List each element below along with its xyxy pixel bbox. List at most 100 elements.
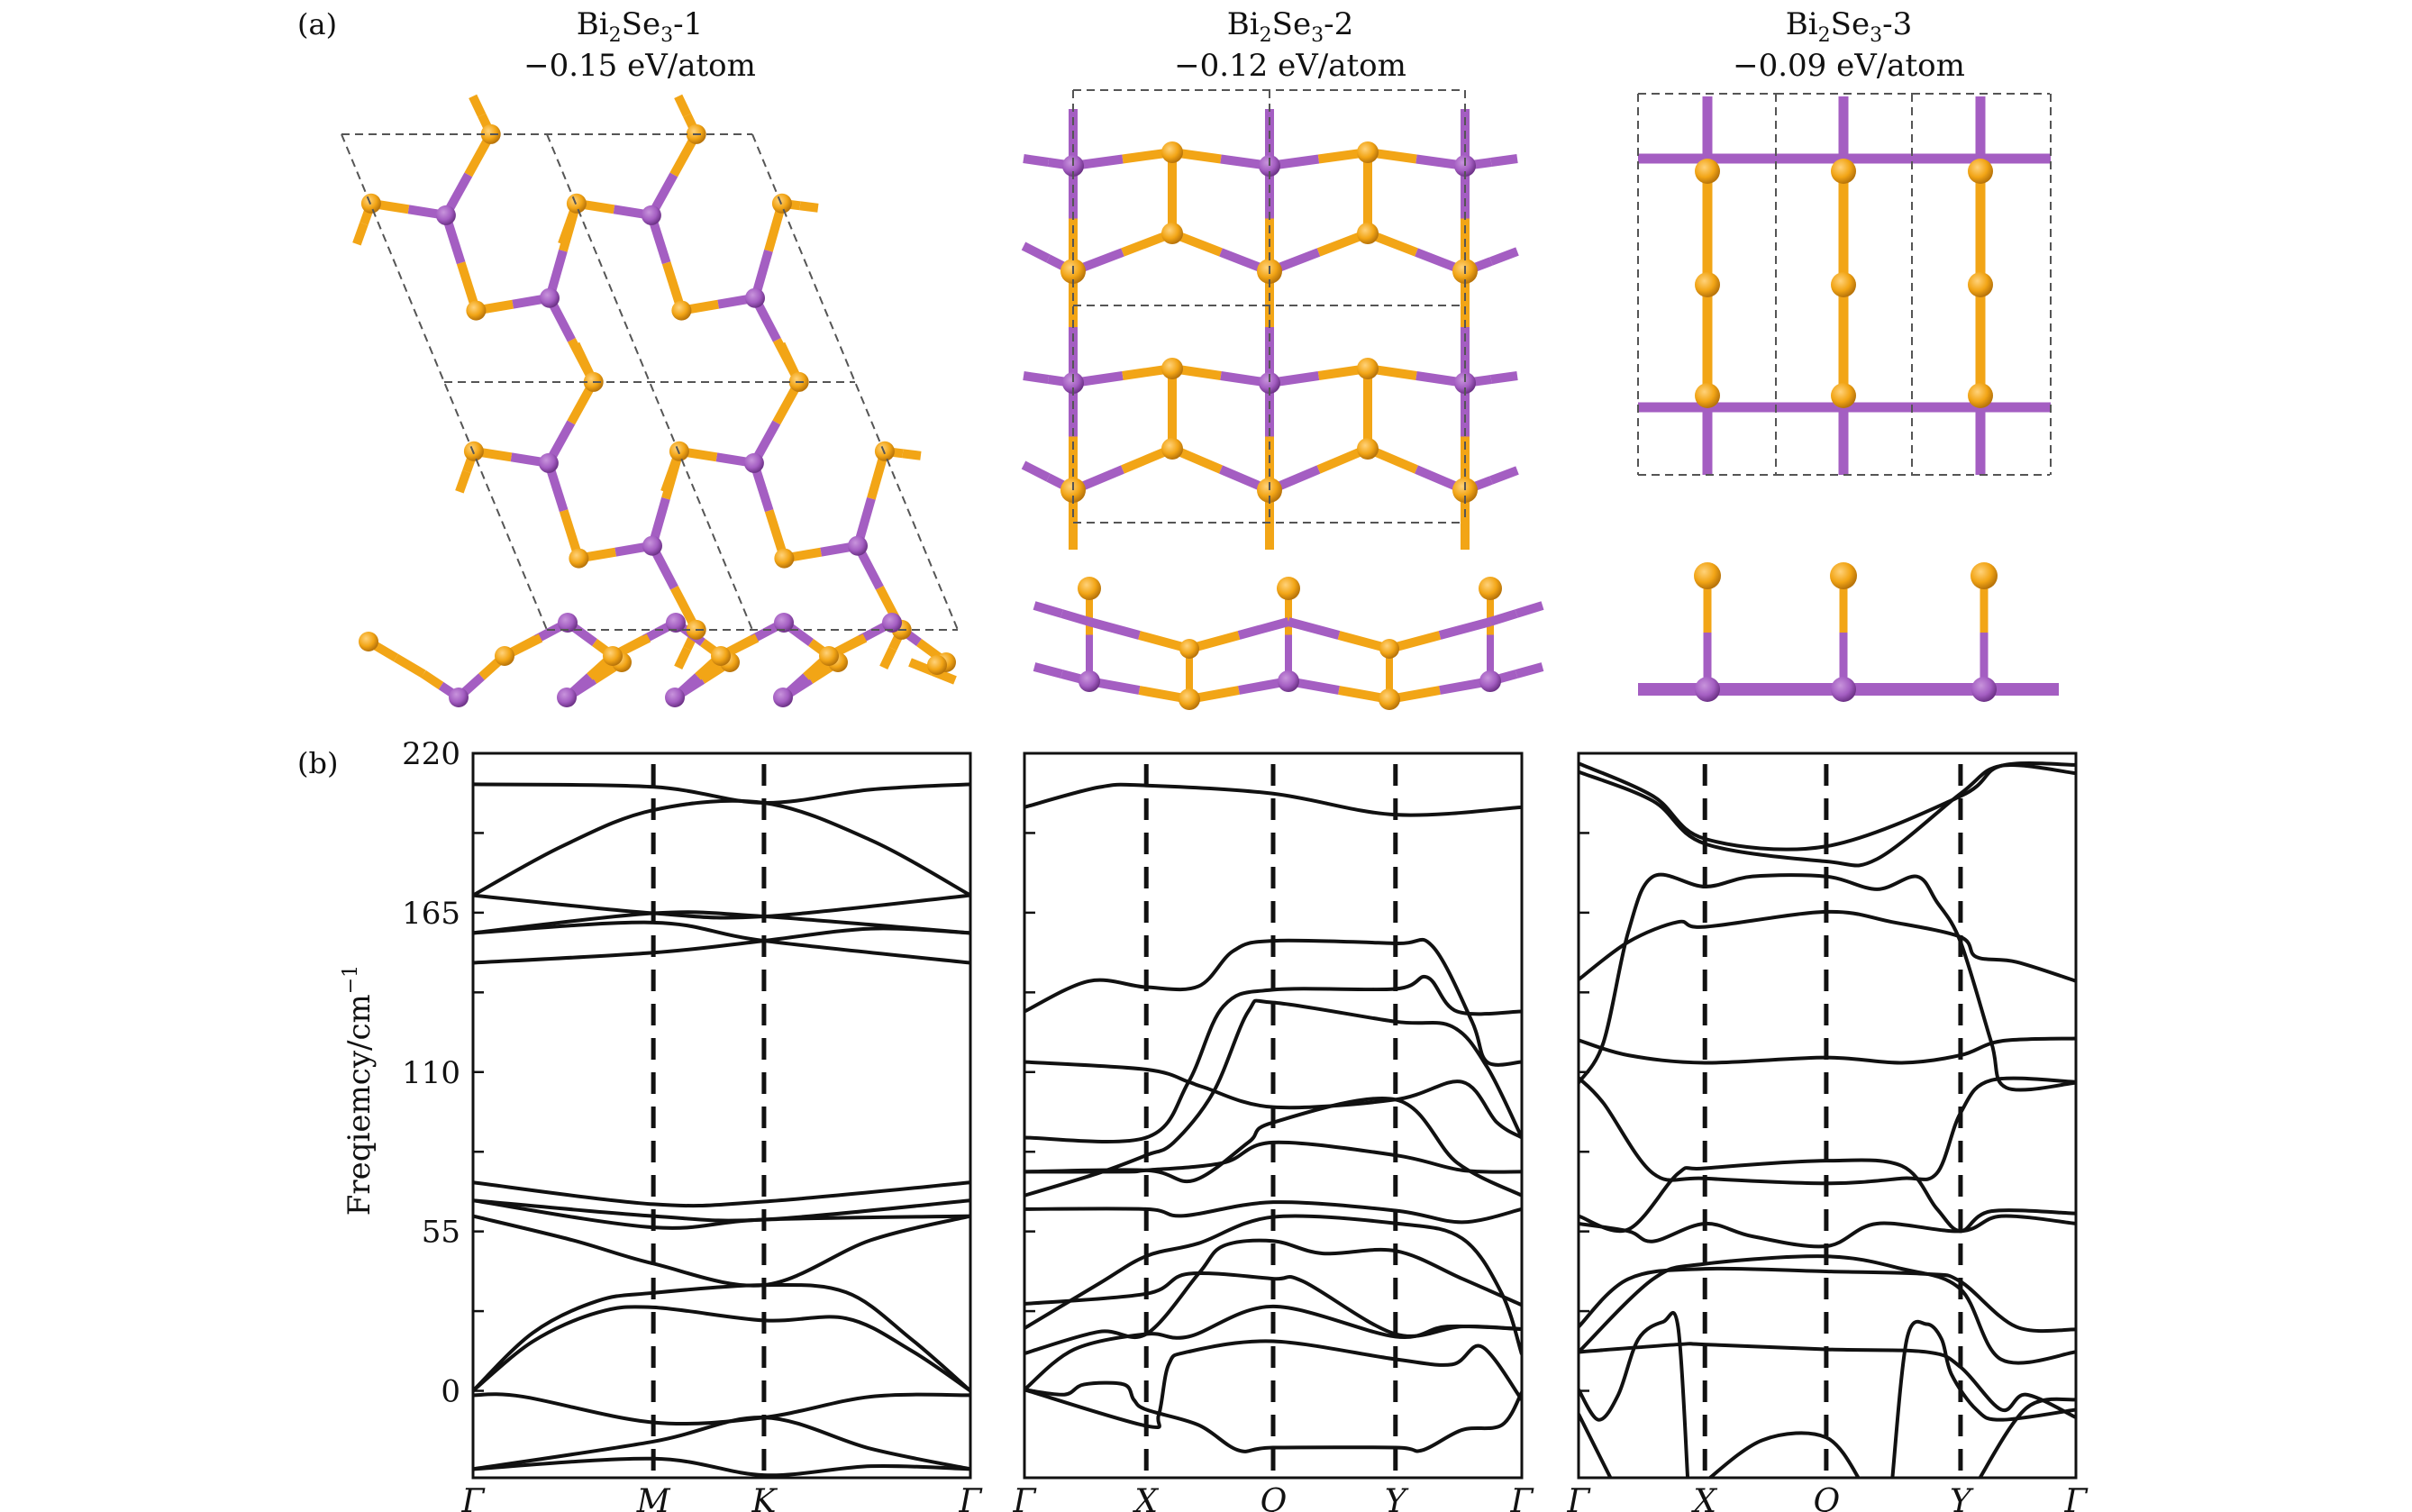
bond-half	[674, 94, 692, 118]
selenium-atom	[1695, 159, 1720, 184]
phonon-band-11	[1579, 1342, 2076, 1419]
phonon-band-2	[1579, 763, 2076, 868]
bond-half	[674, 646, 692, 670]
selenium-atom	[1968, 272, 1993, 297]
bond-half	[1021, 241, 1051, 263]
selenium-atom	[1830, 562, 1857, 589]
bond-half	[902, 449, 922, 460]
selenium-atom	[1379, 639, 1399, 659]
selenium-atom	[1831, 383, 1856, 408]
y-tick-label: 55	[422, 1215, 460, 1251]
phonon-band-4	[473, 910, 970, 935]
phonon-band-10	[1024, 1271, 1522, 1338]
selenium-atom	[1179, 688, 1200, 710]
bond-half	[777, 342, 795, 366]
bond-half	[469, 94, 487, 118]
phonon-band-5	[1579, 1036, 2076, 1065]
selenium-atom	[359, 632, 378, 651]
bismuth-atom	[745, 287, 765, 308]
selenium-atom	[1161, 141, 1183, 163]
phonon-band-4	[1579, 909, 2076, 983]
phonon-band-11	[473, 1282, 970, 1393]
selenium-atom	[1968, 159, 1993, 184]
x-tick-label-Q: Q	[1813, 1483, 1840, 1512]
x-tick-label-Γ: Γ	[1510, 1483, 1535, 1512]
x-tick-label-Γ: Γ	[461, 1483, 487, 1512]
phonon-band-8	[1024, 1200, 1522, 1225]
phonon-band-9	[1579, 1266, 2076, 1334]
structure-name-1: Bi2Se3-1	[577, 6, 703, 47]
selenium-atom	[1161, 438, 1183, 460]
bond-half	[1490, 154, 1518, 167]
selenium-atom	[1379, 688, 1400, 710]
phonon-band-14	[1707, 1431, 1861, 1478]
phonon-band-12	[473, 1305, 970, 1393]
unit-cells	[341, 89, 2052, 631]
bond-half	[1489, 247, 1519, 266]
selenium-atom	[569, 548, 589, 569]
selenium-atom	[495, 646, 514, 666]
bond-half	[628, 633, 651, 651]
formation-energy-1: −0.15 eV/atom	[523, 48, 756, 84]
phonon-band-7	[473, 1180, 970, 1208]
bismuth-atom	[1062, 372, 1084, 394]
selenium-atom	[671, 300, 692, 321]
selenium-atom	[1078, 577, 1101, 600]
phonon-band-10	[473, 1214, 970, 1288]
band-lines	[1579, 761, 2076, 1478]
structure-title-2: Bi2Se3-2 −0.12 eV/atom	[1174, 6, 1406, 84]
selenium-atom	[1277, 577, 1300, 600]
structure-title-3: Bi2Se3-3 −0.09 eV/atom	[1733, 6, 1965, 84]
selenium-atom	[1831, 272, 1856, 297]
bond-half	[393, 653, 426, 679]
y-tick-label: 165	[402, 896, 460, 932]
bismuth-atom	[540, 287, 560, 308]
phonon-band-15	[473, 1456, 970, 1478]
bismuth-atom	[449, 688, 469, 707]
bond-half	[571, 342, 589, 366]
selenium-atom	[1161, 358, 1183, 379]
selenium-atom	[1357, 438, 1379, 460]
bismuth-atom	[641, 205, 661, 225]
selenium-atom	[1694, 562, 1721, 589]
selenium-atom	[927, 655, 947, 675]
phonon-band-8	[1579, 1214, 2076, 1249]
phonon-band-13	[1890, 1319, 2076, 1478]
bismuth-atom	[1695, 677, 1720, 702]
phonon-band-5	[473, 920, 970, 965]
bond-half	[1488, 609, 1518, 626]
phonon-band-13	[1024, 1380, 1522, 1453]
bismuth-atom	[774, 613, 794, 633]
bond-half	[1033, 662, 1063, 679]
bond-half	[421, 669, 444, 690]
bond-half	[660, 469, 677, 494]
bond-half	[736, 633, 760, 651]
bond-half	[455, 469, 471, 494]
selenium-atom	[1479, 577, 1502, 600]
phonon-band-8	[473, 1198, 970, 1223]
bismuth-atom	[1079, 670, 1100, 692]
unit-cell-edge	[341, 133, 548, 631]
bond-half	[520, 633, 543, 651]
bismuth-atom	[557, 688, 577, 707]
selenium-atom	[711, 646, 731, 666]
selenium-atom	[1831, 159, 1856, 184]
bonds	[352, 94, 2059, 704]
structure-name-3: Bi2Se3-3	[1786, 6, 1912, 47]
phonon-band-2	[1024, 937, 1522, 1067]
phonon-band-12	[1579, 1310, 1690, 1478]
phonon-band-6	[473, 926, 970, 965]
x-tick-label-X: X	[1690, 1483, 1717, 1512]
formation-energy-2: −0.12 eV/atom	[1174, 48, 1406, 84]
bond-half	[844, 633, 868, 651]
unit-cell-edge	[751, 133, 959, 631]
phonon-band-9	[1024, 1214, 1522, 1355]
bismuth-atom	[848, 535, 868, 556]
bismuth-atom	[1259, 372, 1280, 394]
phonon-band-3	[1024, 974, 1522, 1144]
bismuth-atom	[882, 613, 902, 633]
selenium-atom	[1695, 272, 1720, 297]
